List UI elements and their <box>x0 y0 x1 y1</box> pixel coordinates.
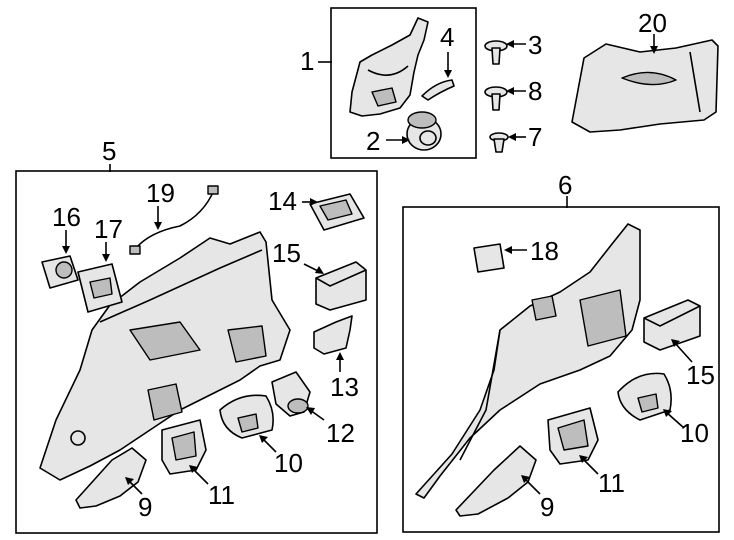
bin-15-left-part <box>315 261 367 311</box>
group-box-1 <box>330 7 477 159</box>
cover-9-left-part <box>75 447 147 509</box>
callout-16: 16 <box>52 202 81 232</box>
vent-14-part <box>309 193 365 231</box>
quarter-trim-right-part <box>415 223 641 499</box>
clip-7-part <box>489 132 509 153</box>
bracket-17-part <box>77 263 123 313</box>
push-pin-3-part <box>484 40 508 65</box>
callout-8: 8 <box>528 76 542 106</box>
module-16-part <box>41 255 79 289</box>
callout-11-left: 11 <box>208 480 235 510</box>
callout-14: 14 <box>268 186 297 216</box>
callout-10-right: 10 <box>680 418 709 448</box>
group-box-5 <box>15 170 378 534</box>
callout-12: 12 <box>326 418 355 448</box>
module-18-part <box>473 243 505 273</box>
callout-13: 13 <box>330 372 359 402</box>
bracket-11-right-part <box>547 407 599 465</box>
bezel-13-part <box>313 315 353 355</box>
callout-15-right: 15 <box>686 360 715 390</box>
cover-10-right-part <box>617 372 672 421</box>
callout-9-left: 9 <box>138 492 152 522</box>
callout-4: 4 <box>440 22 454 52</box>
callout-19: 19 <box>146 178 175 208</box>
callout-18: 18 <box>530 236 559 266</box>
bracket-11-left-part <box>161 419 207 475</box>
callout-11-right: 11 <box>598 468 625 498</box>
clip-4-part <box>421 79 455 101</box>
callout-17: 17 <box>94 214 123 244</box>
quarter-trim-left-part <box>39 231 291 481</box>
callout-9-right: 9 <box>540 492 554 522</box>
callout-1: 1 <box>300 46 314 76</box>
retainer-2-part <box>406 111 442 151</box>
callout-20: 20 <box>638 8 667 38</box>
group-box-6 <box>402 206 720 533</box>
cover-10-left-part <box>219 394 274 439</box>
socket-12-part <box>271 371 311 417</box>
callout-6: 6 <box>558 170 572 200</box>
bin-15-right-part <box>643 299 701 351</box>
callout-2: 2 <box>366 126 380 156</box>
trim-panel-20-part <box>571 39 719 133</box>
harness-19-part <box>129 185 219 255</box>
callout-15-left: 15 <box>272 238 301 268</box>
callout-3: 3 <box>528 30 542 60</box>
callout-5: 5 <box>102 136 116 166</box>
leader-lines <box>62 34 693 495</box>
callout-10-left: 10 <box>274 448 303 478</box>
push-pin-8-part <box>484 86 508 111</box>
callout-7: 7 <box>528 122 542 152</box>
upper-trim-panel-part <box>349 17 429 117</box>
